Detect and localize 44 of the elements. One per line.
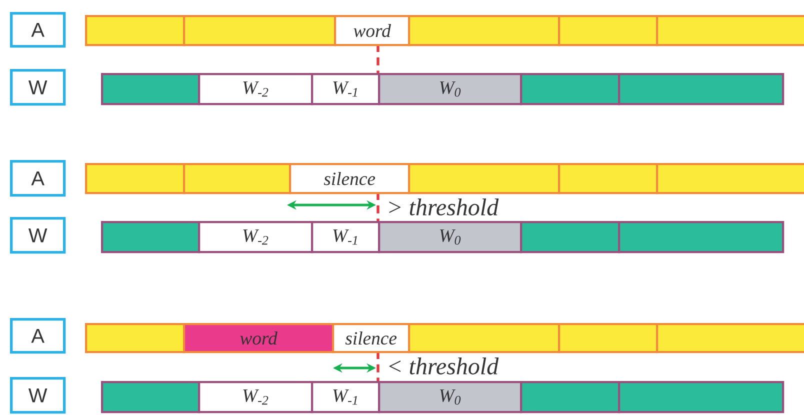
window-segment <box>618 73 784 106</box>
window-segment: W$_{-2}$ <box>198 221 314 254</box>
audio-segment <box>408 163 560 194</box>
row-label-box: A <box>10 160 66 197</box>
window-segment <box>101 381 200 414</box>
window-segment <box>520 73 620 106</box>
window-segment: W$_{-2}$ <box>198 381 314 414</box>
audio-segment <box>183 163 292 194</box>
window-segment: W$_{-1}$ <box>311 221 380 254</box>
audio-segment: word <box>183 323 334 354</box>
audio-segment <box>558 163 658 194</box>
audio-segment <box>183 15 336 46</box>
window-segment: W$_{0}$ <box>378 381 522 414</box>
audio-segment <box>408 15 560 46</box>
audio-segment: silence <box>289 163 410 194</box>
window-segment: W$_{0}$ <box>378 73 522 106</box>
audio-segment <box>558 15 658 46</box>
audio-segment <box>85 163 186 194</box>
audio-segment <box>85 15 186 46</box>
audio-segment: silence <box>332 323 410 354</box>
window-segment: W$_{-2}$ <box>198 73 314 106</box>
row-label-box: A <box>10 318 66 354</box>
audio-segment <box>558 323 658 354</box>
audio-segment <box>656 163 804 194</box>
row-label-box: W <box>10 377 66 414</box>
audio-segment: word <box>334 15 410 46</box>
audio-segment <box>656 323 804 354</box>
row-label-box: W <box>10 69 66 106</box>
window-segment: W$_{-1}$ <box>311 73 380 106</box>
audio-segment <box>656 15 804 46</box>
window-segment <box>520 221 620 254</box>
audio-segment <box>85 323 186 354</box>
window-segment <box>101 73 200 106</box>
window-segment <box>101 221 200 254</box>
threshold-label: > threshold <box>389 198 499 216</box>
threshold-label: < threshold <box>389 358 499 374</box>
audio-segment <box>408 323 560 354</box>
window-segment <box>618 221 784 254</box>
row-label-box: A <box>10 12 66 48</box>
row-label-box: W <box>10 217 66 254</box>
window-segment <box>520 381 620 414</box>
window-segment <box>618 381 784 414</box>
window-segment: W$_{0}$ <box>378 221 522 254</box>
window-segment: W$_{-1}$ <box>311 381 380 414</box>
